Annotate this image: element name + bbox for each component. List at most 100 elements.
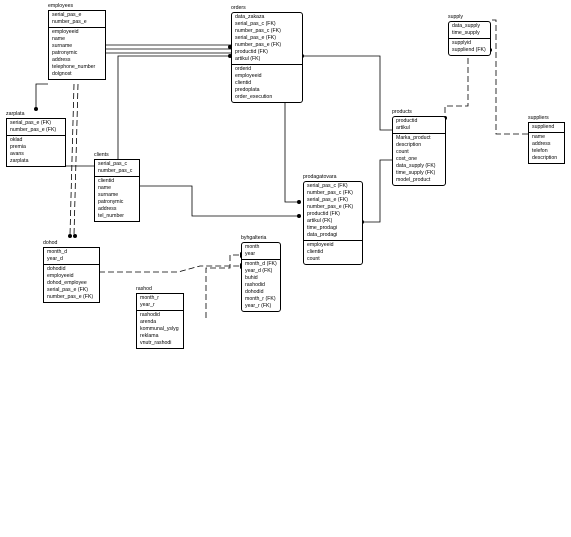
attribute: supplyid [452,40,472,46]
entity-title: orders [231,5,246,11]
attribute: patronymic [52,50,78,56]
primary-keys: month_d year_d [44,248,99,265]
attribute: zarplata [10,158,29,164]
attribute: patronymic [98,199,124,205]
attributes: oklad premia avans zarplata [7,136,65,166]
pk-field: productid [396,118,418,124]
pk-field: year [245,251,256,257]
attributes: rashodid arenda kommunal_yslyg reklama v… [137,311,183,348]
pk-field: time_supply [452,30,480,36]
attribute: dohod_employee [47,280,87,286]
pk-field: serial_pas_c (FK) [235,21,276,27]
attribute: data_supply (FK) [396,163,436,169]
entity-suppliers: suppliers suppliend name address telefon… [528,115,565,164]
pk-field: year_d [47,256,63,262]
rel-supply-products [444,58,469,118]
attribute: surname [98,192,119,198]
rel-employees-dohod-2 [73,83,79,236]
attribute: model_product [396,177,431,183]
attribute: description [396,142,422,148]
attribute: surname [52,43,73,49]
rel-suppliers-supply [490,19,528,135]
attribute: year_d (FK) [245,268,273,274]
entity-clients: clients serial_pas_c number_pas_c client… [94,152,140,222]
attribute: address [52,57,71,63]
rel-clients-orders [117,55,231,160]
primary-keys: serial_pas_e number_pas_e [49,11,105,28]
entity-prodagatovara: prodagatovara serial_pas_c (FK) number_p… [303,174,363,265]
attribute: clientid [235,80,252,86]
primary-keys: serial_pas_c (FK) number_pas_c (FK) seri… [304,182,362,241]
pk-field: data_supply [452,23,480,29]
rel-end-dot [34,107,38,111]
pk-field: year_r [140,302,155,308]
attribute: vnutr_rashodi [140,340,172,346]
entity-byhgalteria: byhgalteria month year month_d (FK) year… [241,235,281,312]
attribute: orderid [235,66,252,72]
attributes: dohodid employeeid dohod_employee serial… [44,265,99,302]
primary-keys: data_supply time_supply [449,22,490,39]
attributes: supplyid suppliend (FK) [449,39,490,55]
pk-field: number_pas_c [98,168,133,174]
entity-rashod: rashod month_r year_r rashodid arenda ko… [136,286,184,349]
rel-products-prodagatovara [362,159,392,223]
entity-title: prodagatovara [303,174,337,180]
rel-clients-prodagatovara [139,185,300,217]
pk-field: artikul [396,125,410,131]
attribute: arenda [140,319,157,325]
entity-employees: employees serial_pas_e number_pas_e empl… [48,3,106,80]
attribute: reklama [140,333,159,339]
pk-field: serial_pas_e (FK) [307,197,348,203]
pk-field: serial_pas_c [98,161,128,167]
attribute: rashodid [140,312,160,318]
attribute: clientid [307,249,324,255]
primary-keys: month year [242,243,280,260]
attributes: employeeid clientid count [304,241,362,264]
attributes: employeeid name surname patronymic addre… [49,28,105,79]
attributes: month_d (FK) year_d (FK) buhid rashodid … [242,260,280,311]
attribute: time_supply (FK) [396,170,436,176]
pk-field: number_pas_e [52,19,87,25]
attributes: Marka_product description count cost_one… [393,134,445,185]
attribute: rashodid [245,282,265,288]
attribute: name [98,185,111,191]
entity-products: products productid artikul Marka_product… [392,109,446,186]
attribute: serial_pas_e (FK) [47,287,88,293]
rel-orders-products [302,55,392,131]
attributes: clientid name surname patronymic address… [95,177,139,221]
primary-keys: month_r year_r [137,294,183,311]
attribute: name [532,134,545,140]
attribute: employeeid [235,73,262,79]
attribute: clientid [98,178,115,184]
rel-dohod-byhgalteria [99,265,240,273]
primary-keys: productid artikul [393,117,445,134]
pk-field: serial_pas_e (FK) [10,120,51,126]
entity-orders: orders data_zakaza serial_pas_c (FK) num… [231,5,303,103]
attribute: telephone_number [52,64,96,70]
attribute: Marka_product [396,135,431,141]
pk-field: serial_pas_e (FK) [235,35,276,41]
attribute: premia [10,144,26,150]
attribute: number_pas_e (FK) [47,294,94,300]
attribute: dohodid [47,266,66,272]
rel-employees-dohod-1 [69,83,75,236]
pk-field: number_pas_e (FK) [235,42,282,48]
pk-field: month_r [140,295,160,301]
attribute: month_d (FK) [245,261,277,267]
pk-field: data_prodagi [307,232,338,238]
attribute: employeeid [307,242,334,248]
pk-field: data_zakaza [235,14,265,20]
entity-title: clients [94,152,109,158]
entity-title: dohod [43,240,58,246]
entity-title: products [392,109,412,115]
attribute: buhid [245,275,258,281]
attribute: address [98,206,117,212]
rel-end-dot [73,234,77,238]
attribute: year_r (FK) [245,303,272,309]
pk-field: number_pas_e (FK) [307,204,354,210]
attribute: count [396,149,409,155]
pk-field: productid (FK) [307,211,340,217]
pk-field: suppliend [532,124,555,130]
